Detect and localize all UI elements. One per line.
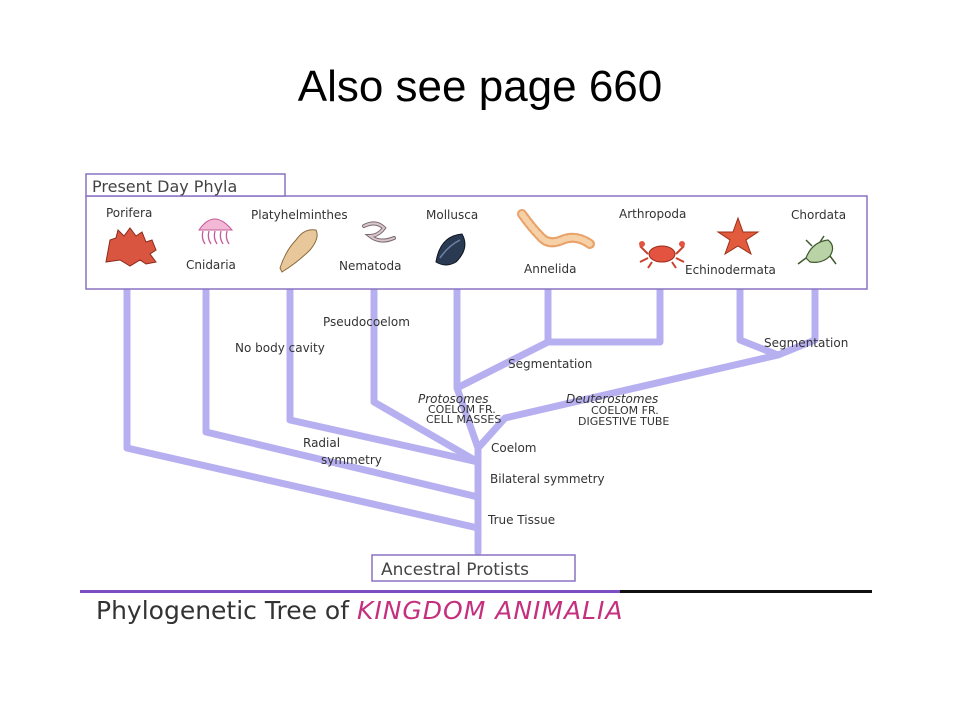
frog-icon [797,235,837,265]
label-nematoda: Nematoda [339,259,401,273]
diagram-caption: Phylogenetic Tree of KINGDOM ANIMALIA [96,596,624,625]
label-no-body-cavity: No body cavity [235,341,325,355]
label-bilateral-symmetry: Bilateral symmetry [490,472,605,486]
sponge-icon [105,227,157,267]
flatworm-icon [279,229,318,273]
phyla-frame-tab [85,173,286,197]
branch-platyhelminthes [286,286,482,466]
label-deuterostomes-desc2: DIGESTIVE TUBE [578,415,669,428]
tree-branches [123,286,819,556]
caption-prefix: Phylogenetic Tree of [96,596,357,625]
slide-title: Also see page 660 [297,62,663,111]
label-porifera: Porifera [106,206,152,220]
starfish-icon [716,216,760,256]
label-chordata: Chordata [791,208,846,222]
branch-protostome-segmentation [453,286,552,392]
label-radial: Radial [303,436,340,450]
branch-chordata [774,286,819,359]
label-protosomes-desc2: CELL MASSES [426,413,501,426]
label-deuterostomes: Deuterostomes [566,392,658,406]
branch-deuterostomes [474,351,782,452]
branch-nematoda [370,286,482,466]
label-coelom: Coelom [491,441,536,455]
present-day-label: Present Day Phyla [92,177,237,196]
root-box [371,554,576,582]
label-deuterostomes-desc1: COELOM FR. [591,404,659,417]
label-protosomes-desc1: COELOM FR. [428,403,496,416]
branch-labels: Pseudocoelom No body cavity Segmentation… [235,315,848,527]
branch-echinodermata [736,286,782,359]
caption-kingdom: KINGDOM ANIMALIA [356,596,624,625]
mussel-icon [435,233,466,266]
label-segmentation-protostome: Segmentation [508,357,592,371]
label-echinodermata: Echinodermata [685,263,776,277]
divider-black [620,590,872,593]
label-cnidaria: Cnidaria [186,258,236,272]
label-arthropoda: Arthropoda [619,207,686,221]
label-pseudocoelom: Pseudocoelom [323,315,410,329]
branch-porifera [123,286,482,532]
root-label: Ancestral Protists [381,560,529,580]
earthworm-icon [517,209,595,249]
crab-icon [639,241,685,269]
divider-purple [80,590,870,593]
label-true-tissue: True Tissue [487,513,555,527]
label-protosomes: Protosomes [418,392,488,406]
phylum-labels: Porifera Cnidaria Platyhelminthes Nemato… [106,206,846,277]
label-mollusca: Mollusca [426,208,478,222]
label-annelida: Annelida [524,262,576,276]
branch-arthropoda [544,286,664,346]
roundworm-icon [362,221,396,243]
jellyfish-icon [198,218,234,245]
label-segmentation-deuterostome: Segmentation [764,336,848,350]
label-platyhelminthes: Platyhelminthes [251,208,348,222]
branch-cnidaria [202,286,482,501]
label-symmetry: symmetry [321,453,382,467]
